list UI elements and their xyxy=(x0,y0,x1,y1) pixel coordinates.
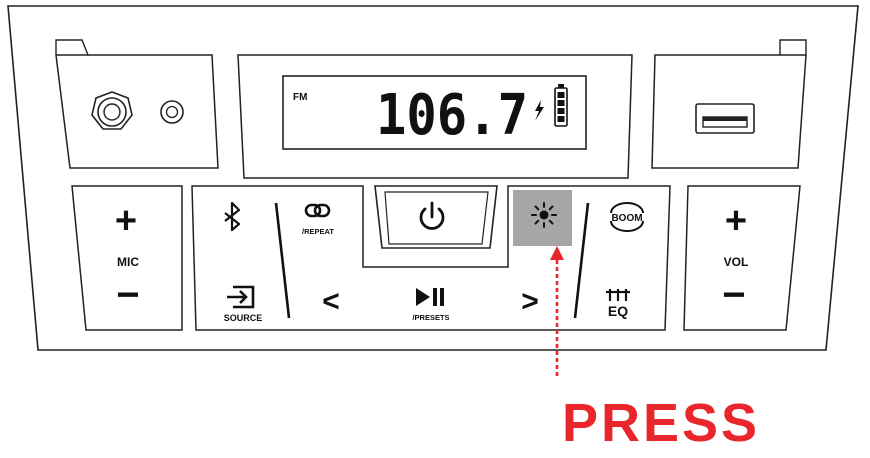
aux-jack-module xyxy=(55,39,219,169)
divider-line xyxy=(274,202,291,319)
display-module: FM 106.7 xyxy=(237,54,633,179)
boom-icon xyxy=(610,202,644,232)
press-callout-arrow xyxy=(550,246,564,376)
boom-button[interactable]: BOOM xyxy=(610,202,644,232)
power-icon xyxy=(419,201,445,230)
center-button-strip: /REPEAT SOURCE < > /PRESETS xyxy=(191,185,671,331)
play-pause-icon xyxy=(416,288,444,306)
bluetooth-icon[interactable] xyxy=(224,201,241,232)
mic-volume-control[interactable]: + MIC − xyxy=(71,185,183,331)
repeat-button[interactable]: /REPEAT xyxy=(302,203,334,236)
press-instruction: PRESS xyxy=(562,393,760,453)
source-button[interactable]: SOURCE xyxy=(224,285,263,323)
eq-icon xyxy=(606,289,630,301)
play-pause-button[interactable]: /PRESETS xyxy=(412,288,450,322)
band-indicator: FM xyxy=(293,92,307,103)
previous-button[interactable]: < xyxy=(322,285,340,318)
presets-label: /PRESETS xyxy=(412,313,449,322)
eq-button[interactable]: EQ xyxy=(606,289,630,319)
usb-module xyxy=(651,39,807,169)
frequency-readout: 106.7 xyxy=(376,83,528,148)
mic-label: MIC xyxy=(117,255,139,269)
source-label: SOURCE xyxy=(224,313,263,323)
mic-minus-button[interactable]: − xyxy=(116,273,139,317)
mic-plus-button[interactable]: + xyxy=(115,200,137,242)
vol-label: VOL xyxy=(724,255,749,269)
vol-plus-button[interactable]: + xyxy=(725,200,747,242)
link-icon xyxy=(304,203,331,218)
headphone-jack-icon xyxy=(91,91,133,130)
boom-label: BOOM xyxy=(611,213,642,224)
eq-label: EQ xyxy=(608,303,628,319)
light-icon xyxy=(531,202,557,228)
battery-icon xyxy=(554,84,568,127)
lightning-icon xyxy=(535,100,544,121)
volume-control[interactable]: + VOL − xyxy=(683,185,801,331)
light-button[interactable] xyxy=(513,190,572,246)
divider-line xyxy=(573,202,590,319)
repeat-label: /REPEAT xyxy=(302,227,334,236)
next-button[interactable]: > xyxy=(521,285,539,318)
power-button[interactable] xyxy=(374,185,498,249)
source-icon xyxy=(227,285,255,309)
aux-input-icon xyxy=(160,100,184,124)
lcd-screen xyxy=(282,75,587,150)
vol-minus-button[interactable]: − xyxy=(722,273,745,317)
usb-port-icon xyxy=(695,103,755,134)
